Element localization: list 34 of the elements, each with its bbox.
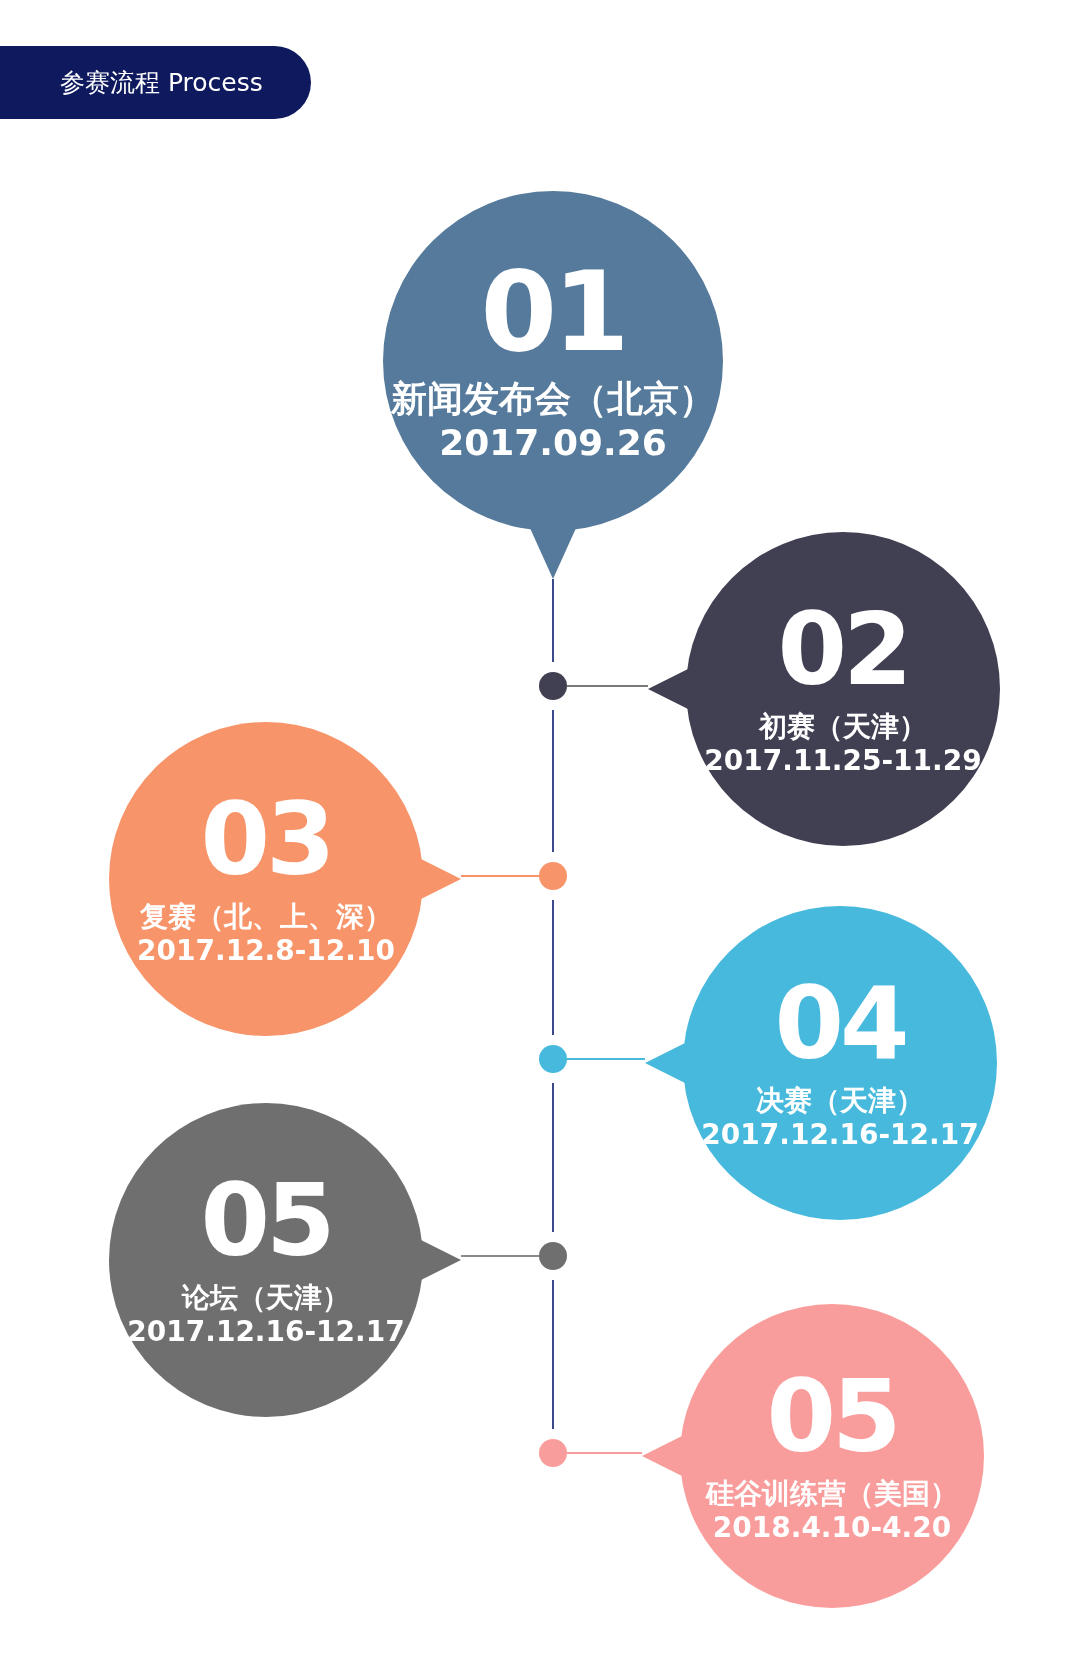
title-text: 参赛流程 Process [60, 67, 263, 99]
stage-date: 2017.12.8-12.10 [137, 933, 395, 969]
step-number: 03 [200, 789, 332, 890]
stage-name: 复赛（北、上、深） [140, 899, 392, 934]
connector-line [460, 1255, 540, 1257]
connector-line [552, 899, 554, 1036]
connector-line [566, 1058, 646, 1060]
stage-date: 2017.11.25-11.29 [704, 743, 982, 779]
stage-name: 初赛（天津） [759, 709, 927, 744]
step-number: 04 [774, 973, 906, 1074]
timeline-dot [539, 862, 567, 890]
step-number: 01 [480, 256, 626, 367]
connector-line [566, 685, 649, 687]
timeline-dot [539, 672, 567, 700]
stage-date: 2017.09.26 [439, 421, 667, 466]
stage-name: 硅谷训练营（美国） [706, 1476, 958, 1511]
stage-name: 论坛（天津） [182, 1280, 350, 1315]
connector-line [552, 1082, 554, 1233]
connector-line [552, 578, 554, 663]
stage-date: 2017.12.16-12.17 [701, 1117, 979, 1153]
connector-line [552, 1279, 554, 1430]
timeline-dot [539, 1045, 567, 1073]
connector-line [460, 875, 540, 877]
stage-date: 2018.4.10-4.20 [712, 1510, 952, 1546]
step-number: 02 [777, 599, 909, 700]
timeline-dot [539, 1242, 567, 1270]
stage-name: 决赛（天津） [756, 1083, 924, 1118]
stage-date: 2017.12.16-12.17 [127, 1314, 405, 1350]
step-number: 05 [766, 1366, 898, 1467]
connector-line [552, 709, 554, 853]
stage-name: 新闻发布会（北京） [391, 376, 715, 421]
step-number: 05 [200, 1170, 332, 1271]
timeline-dot [539, 1439, 567, 1467]
connector-line [566, 1452, 643, 1454]
